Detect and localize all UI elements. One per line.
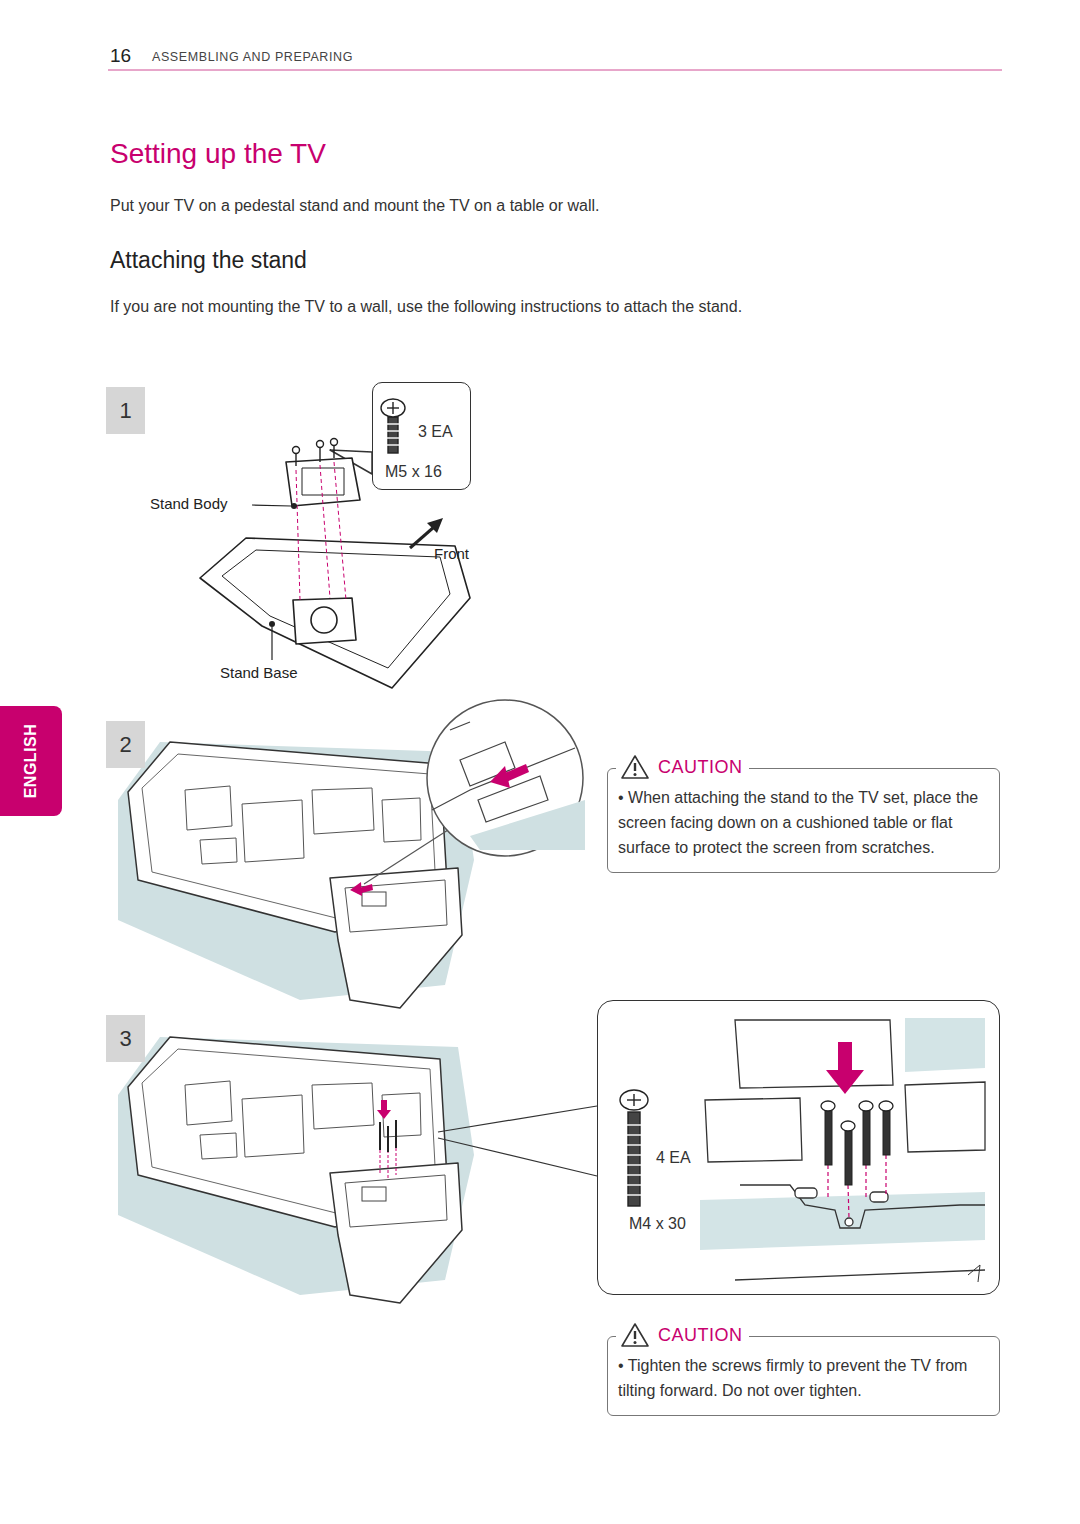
step-number: 2 (119, 732, 131, 758)
screw-spec: 3 EA (418, 423, 453, 441)
step-number-box: 2 (106, 721, 145, 768)
caution-box: CAUTION• When attaching the stand to the… (607, 768, 1000, 873)
step-number: 1 (119, 398, 131, 424)
callout-box: 3 EA M5 x 16 (372, 382, 471, 490)
part-name: Stand Base (220, 664, 298, 683)
caution-heading: CAUTION (616, 754, 749, 780)
warning-icon (620, 754, 650, 780)
caution-heading-text: CAUTION (658, 757, 743, 778)
body-text: If you are not mounting the TV to a wall… (110, 297, 1010, 317)
step-number-box: 1 (106, 387, 145, 434)
page-number: 16 (110, 44, 131, 68)
subheading: Attaching the stand (110, 246, 307, 275)
screw-spec: M5 x 16 (385, 463, 442, 481)
caution-heading-text: CAUTION (658, 1325, 743, 1346)
caution-text: • Tighten the screws firmly to prevent t… (618, 1353, 985, 1403)
direction-label: Front (434, 545, 469, 564)
caution-box: CAUTION• Tighten the screws firmly to pr… (607, 1336, 1000, 1416)
step-number-box: 3 (106, 1015, 145, 1062)
part-name: Stand Body (150, 495, 228, 514)
intro-text: Put your TV on a pedestal stand and moun… (110, 196, 1010, 216)
language-tab-text: ENGLISH (22, 724, 40, 799)
screw-spec: M4 x 30 (629, 1215, 686, 1233)
screw-spec: 4 EA (656, 1149, 691, 1167)
warning-icon (620, 1322, 650, 1348)
step-number: 3 (119, 1026, 131, 1052)
page-title: Setting up the TV (110, 136, 326, 171)
section-header: ASSEMBLING AND PREPARING (152, 50, 353, 66)
caution-text: • When attaching the stand to the TV set… (618, 785, 985, 860)
caution-heading: CAUTION (616, 1322, 749, 1348)
callout-box: 4 EA M4 x 30 (597, 1000, 1000, 1295)
language-tab: ENGLISH (0, 706, 62, 816)
